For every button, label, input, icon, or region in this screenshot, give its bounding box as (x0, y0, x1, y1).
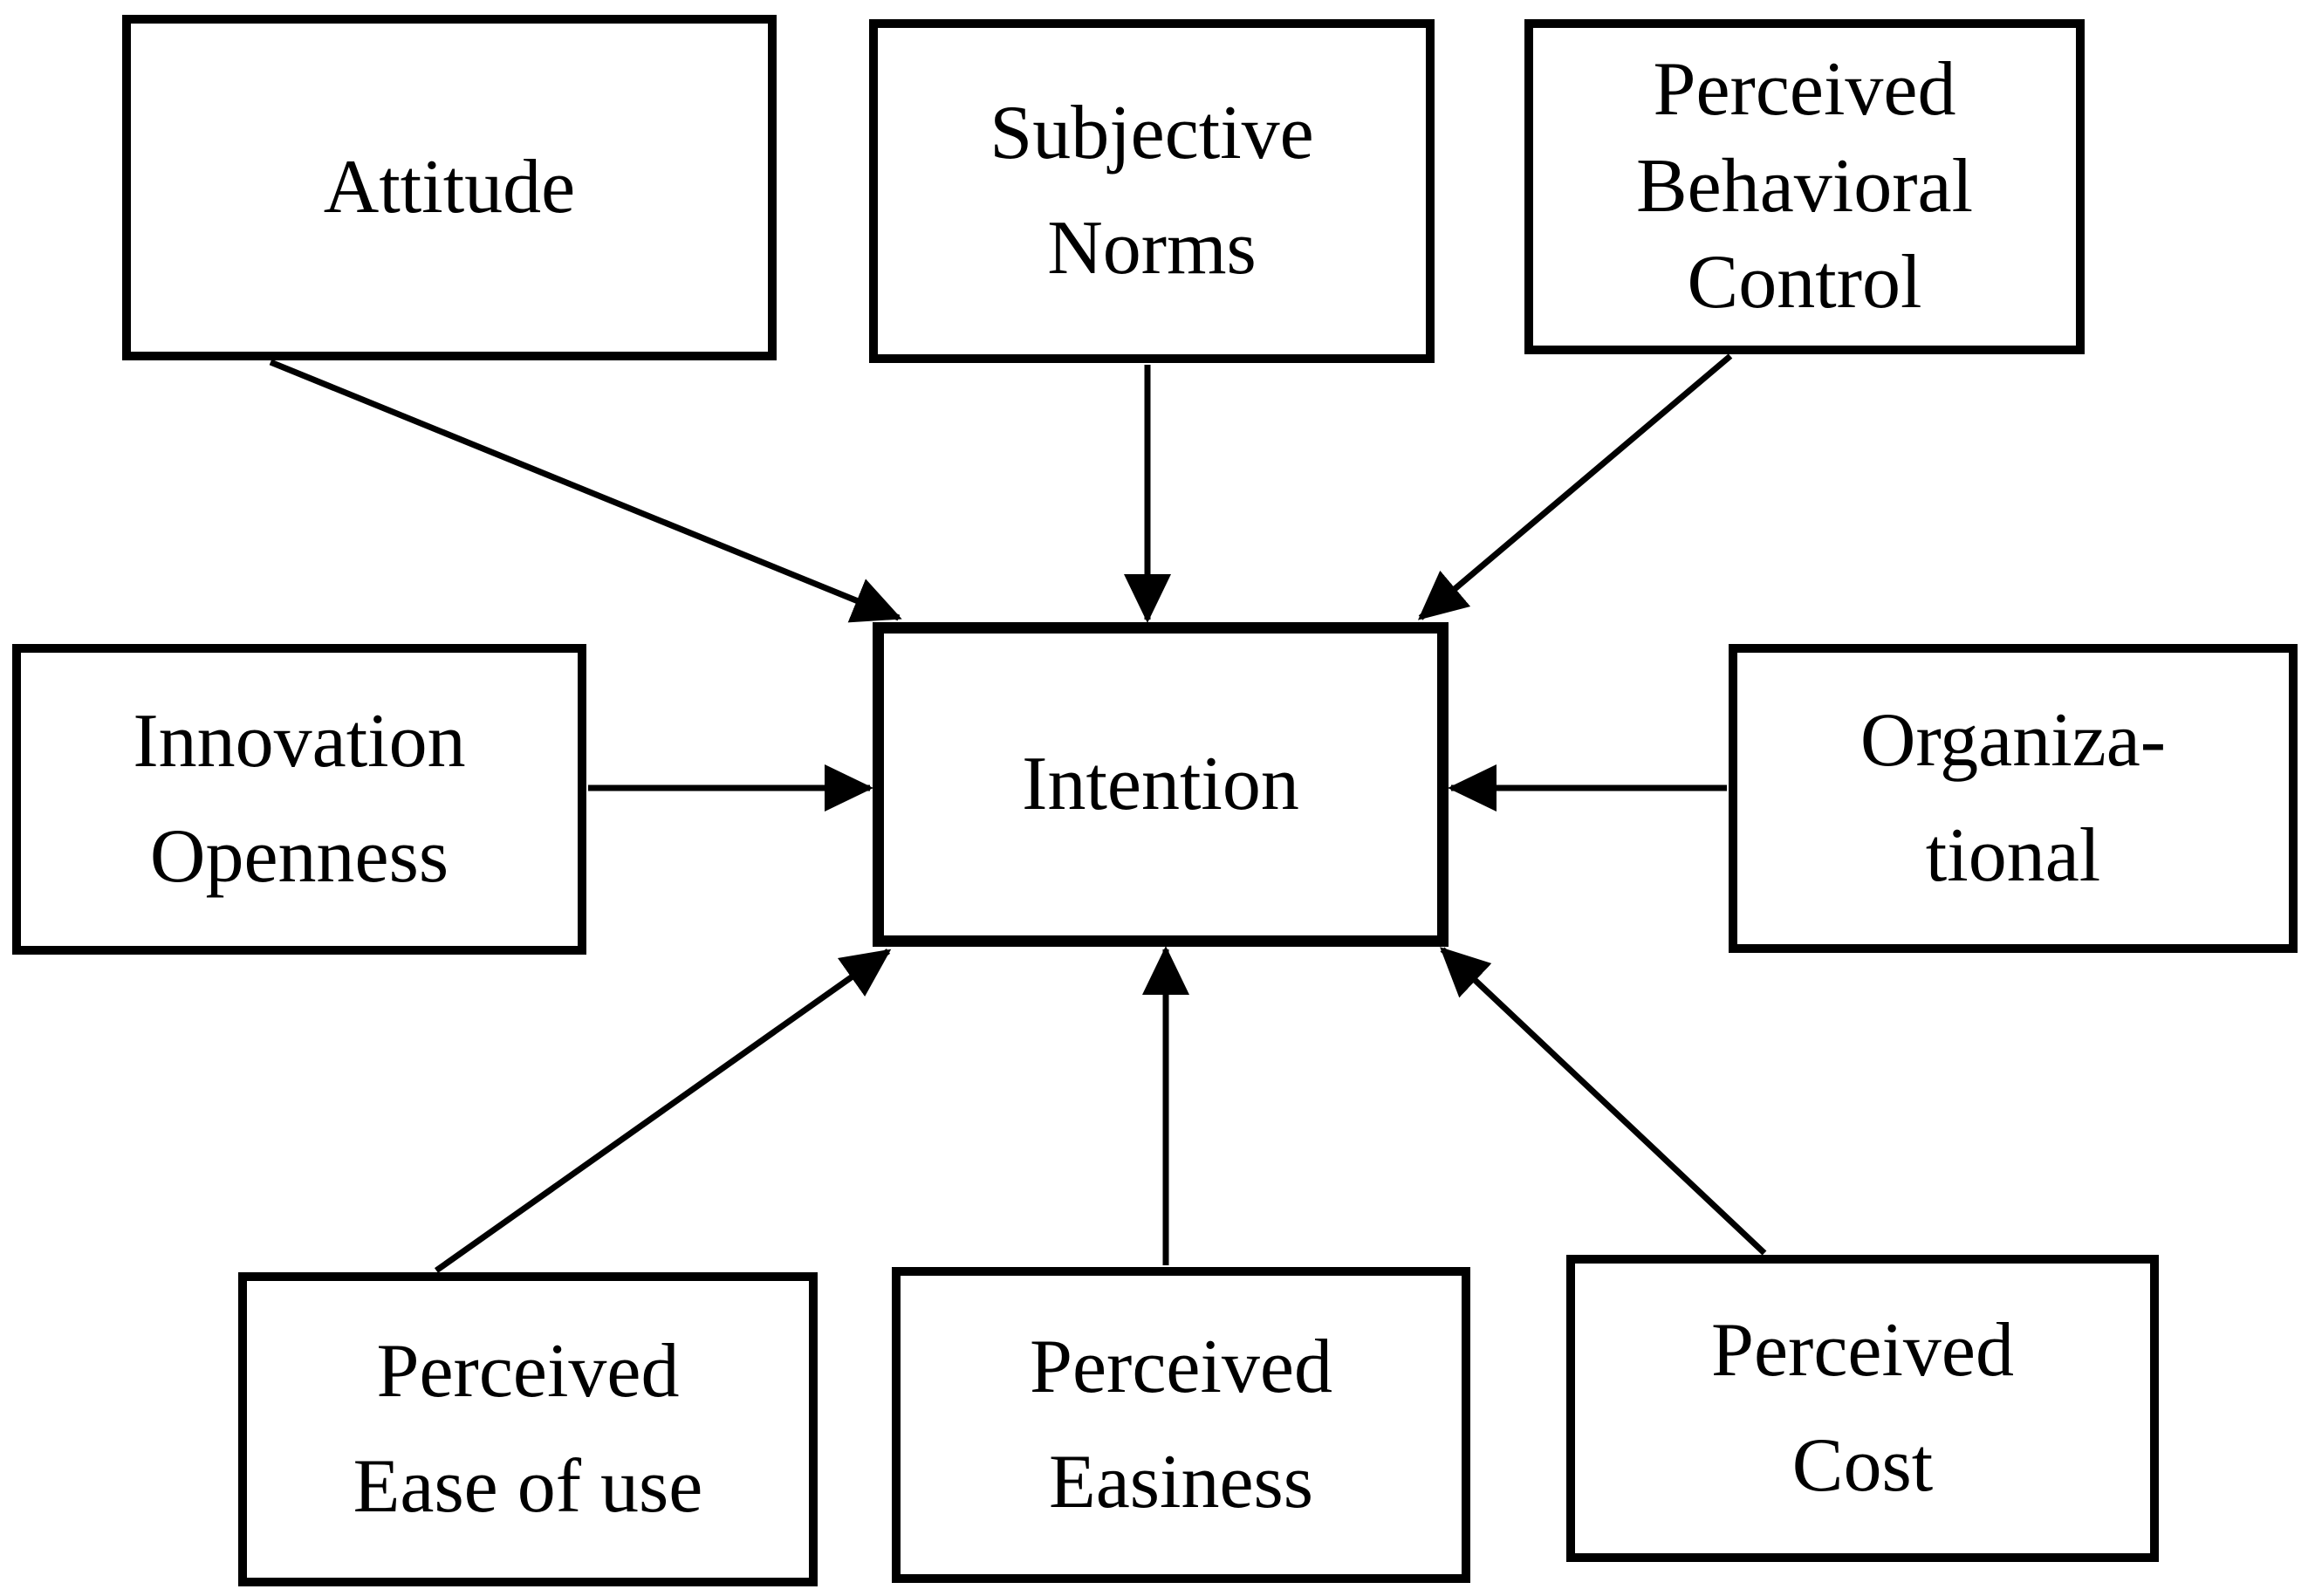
node-label-line: Organiza- (1860, 698, 2167, 783)
node-label-line: tional (1925, 813, 2101, 898)
node-label-line: Perceived (1711, 1308, 2014, 1393)
node-label-line: Subjective (990, 91, 1314, 175)
node-perceived-cost: Perceived Cost (1566, 1255, 2159, 1562)
node-label-line: Control (1687, 240, 1922, 325)
arrow-perceived-ease-of-use-to-intention (434, 949, 892, 1273)
node-innovation-openness: Innovation Openness (12, 644, 586, 955)
node-label-line: Perceived (1030, 1325, 1332, 1409)
node-label-line: Openness (149, 814, 449, 899)
node-label-line: Easiness (1048, 1440, 1314, 1524)
node-label-line: Ease of use (353, 1444, 703, 1529)
node-perceived-easiness: Perceived Easiness (892, 1267, 1470, 1583)
arrow-perceived-cost-to-intention (1440, 947, 1767, 1256)
node-label-line: Cost (1791, 1423, 1934, 1508)
node-label-line: Behavioral (1635, 143, 1974, 229)
node-label-line: Innovation (133, 699, 466, 784)
arrow-attitude-to-intention (269, 359, 902, 623)
node-perceived-ease-of-use: Perceived Ease of use (238, 1272, 818, 1586)
node-label-line: Norms (1047, 206, 1257, 291)
node-label-line: Intention (1022, 742, 1299, 826)
node-attitude: Attitude (122, 15, 777, 360)
node-label-line: Perceived (1653, 46, 1956, 132)
node-label-line: Perceived (376, 1329, 680, 1414)
node-intention: Intention (873, 622, 1449, 947)
node-perceived-behavioral-control: Perceived Behavioral Control (1524, 19, 2085, 354)
arrow-perceived-behavioral-control-to-intention (1417, 353, 1733, 620)
node-label-line: Attitude (323, 145, 576, 229)
node-subjective-norms: Subjective Norms (869, 19, 1435, 363)
node-organizational: Organiza- tional (1729, 644, 2298, 953)
